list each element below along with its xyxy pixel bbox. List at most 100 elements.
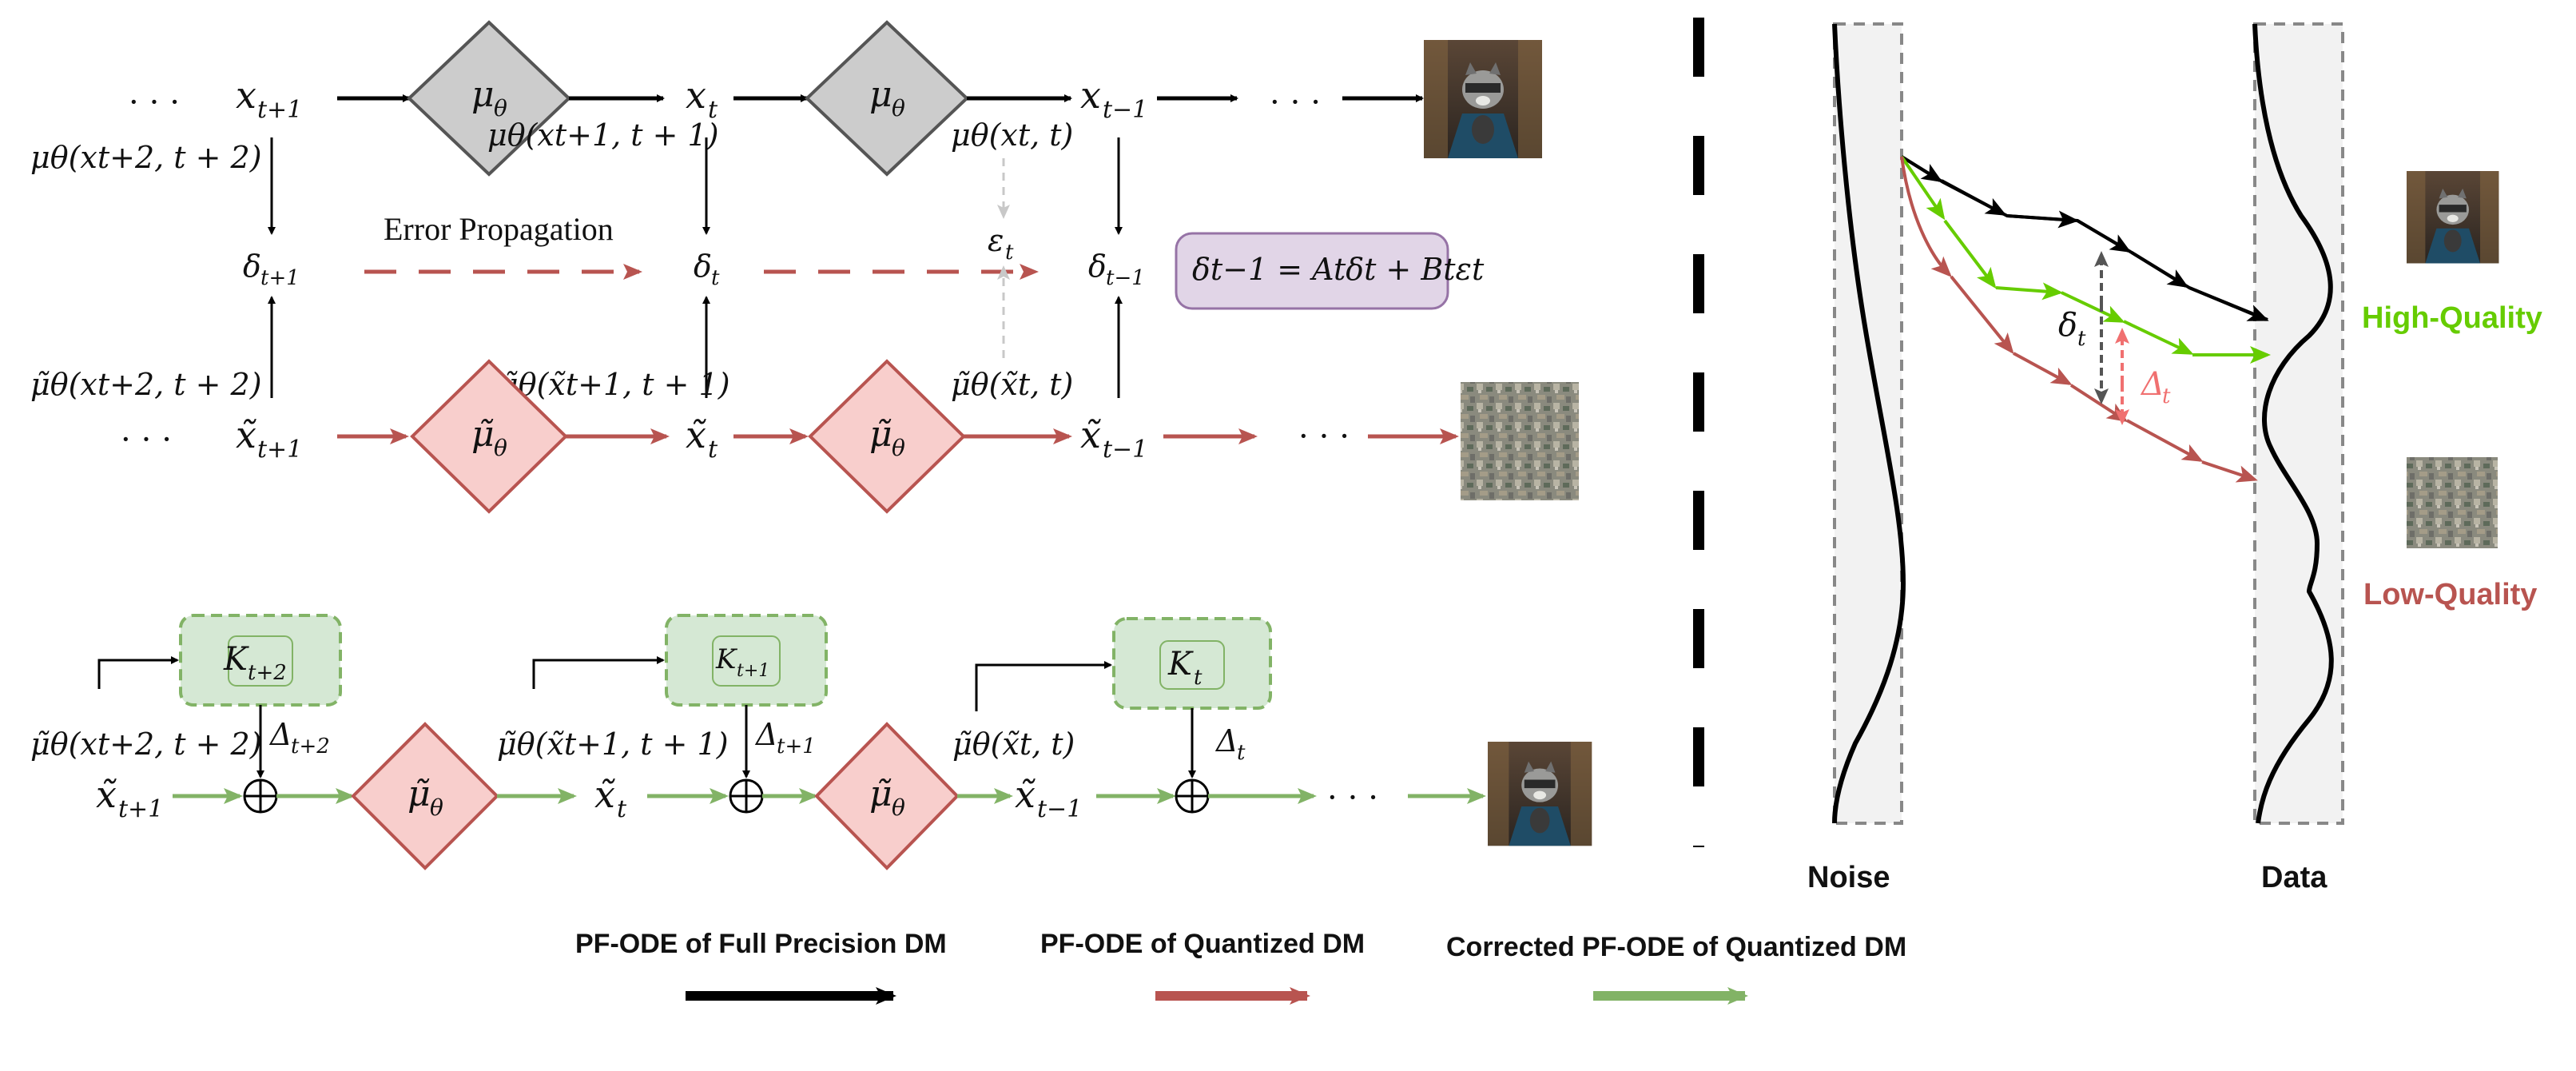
bt-seg2: [1941, 179, 2007, 216]
k-sub-t: t: [1194, 666, 1203, 690]
corr-x-prev: x̃: [1015, 773, 1036, 816]
quant-ellipsis-left: · · ·: [120, 420, 173, 459]
corr-diamond-1: [351, 722, 499, 870]
quant-x-next-sub: t+1: [257, 436, 302, 464]
quant-ellipsis-right: · · ·: [1298, 416, 1350, 456]
corr-x-prev-sub: t−1: [1037, 795, 1082, 823]
k-feed-t2: [97, 656, 179, 689]
corrected-row: K t+2 K t+1 K t Δ t+2 Δ t+1 Δ t μ̃θ(xt+2…: [30, 614, 1592, 870]
k-box-t: [1112, 617, 1272, 710]
noise-label: Noise: [1807, 861, 1890, 894]
rt-seg5: [2126, 419, 2204, 462]
rt-seg2: [1950, 275, 2014, 355]
k-box-t2: [179, 614, 342, 707]
noise-distribution-curve: [1832, 23, 1906, 824]
noisy-image-icon: [2407, 457, 2498, 548]
k-sub-t1: t+1: [737, 661, 769, 681]
quant-x-t: x̃: [686, 413, 706, 456]
corrected-trajectory-seg1: [1900, 155, 1946, 221]
quant-label-mu-t2: μ̃θ(xt+2, t + 2): [30, 367, 262, 402]
rt-seg3: [2013, 352, 2073, 385]
k-feed-t1: [532, 656, 665, 689]
gt-seg2: [1943, 219, 1997, 289]
quant-diamond-1-mu: μ̃: [471, 414, 495, 455]
delta-t-c: Δ: [1214, 723, 1238, 758]
k-feed-t: [975, 661, 1112, 711]
top-x-t-sub: t: [708, 96, 718, 124]
top-label-mu-t: μθ(xt, t): [951, 117, 1073, 153]
quant-diamond-2-sub: θ: [892, 435, 905, 461]
quant-x-prev-sub: t−1: [1103, 436, 1147, 464]
top-x-prev: x: [1080, 74, 1101, 117]
corr-label-mu-t2: μ̃θ(xt+2, t + 2): [30, 727, 262, 762]
corr-diamond-2-mu: μ̃: [869, 774, 892, 814]
top-x-next: x: [236, 74, 256, 117]
legend-full-precision-label: PF-ODE of Full Precision DM: [575, 929, 947, 959]
top-diamond-1-sub: θ: [494, 95, 507, 121]
corr-x-t-sub: t: [617, 795, 627, 823]
delta-t1-sub: t+1: [777, 735, 816, 758]
top-diamond-1: [407, 20, 571, 177]
quant-diamond-1: [410, 359, 568, 514]
quant-label-mu-t: μ̃θ(x̃t, t): [951, 367, 1073, 402]
raccoon-image-icon: [1424, 40, 1542, 158]
bt-seg6: [2188, 286, 2269, 321]
legend: PF-ODE of Full Precision DM PF-ODE of Qu…: [575, 929, 1906, 1005]
top-x-prev-sub: t−1: [1103, 96, 1147, 124]
top-x-next-sub: t+1: [257, 96, 302, 124]
top-ellipsis-right: · · ·: [1269, 82, 1322, 121]
corr-diamond-1-mu: μ̃: [407, 774, 431, 814]
delta-next: δ: [243, 249, 261, 284]
delta-t-label-sub: t: [2077, 327, 2086, 351]
rt-seg6: [2201, 460, 2258, 483]
gt-seg5: [2123, 320, 2194, 355]
error-propagation-row: Error Propagation δ t+1 δ t ε t δ t−1 δt…: [243, 158, 1485, 398]
rt-seg4: [2069, 384, 2129, 423]
legend-corrected-label: Corrected PF-ODE of Quantized DM: [1446, 932, 1906, 962]
data-distribution-curve: [2252, 23, 2334, 824]
quantized-trajectory-seg1: [1900, 156, 1952, 277]
delta-t-c-sub: t: [1237, 741, 1246, 765]
quant-x-prev: x̃: [1080, 413, 1101, 456]
top-diamond-2-mu: μ: [869, 74, 892, 115]
quant-diamond-2-mu: μ̃: [869, 414, 892, 455]
epsilon-t-sub: t: [1005, 241, 1014, 265]
corr-diamond-2-sub: θ: [892, 794, 905, 821]
bt-seg3: [2006, 210, 2079, 229]
gt-seg3: [1995, 282, 2063, 301]
k-inner-t: [1159, 640, 1225, 690]
top-diamond-2-sub: θ: [892, 95, 905, 121]
bt-seg1: [1900, 155, 1943, 183]
corr-diamond-1-sub: θ: [430, 794, 443, 821]
delta-t1: Δ: [754, 717, 777, 752]
corr-ellipsis-right: · · ·: [1326, 778, 1379, 817]
corr-x-next: x̃: [96, 773, 117, 816]
k-inner-t1: [712, 635, 781, 687]
delta-t-sub: t: [711, 266, 720, 290]
top-diamond-2: [805, 20, 969, 177]
corr-diamond-2: [814, 722, 960, 870]
high-quality-label: High-Quality: [2362, 301, 2542, 335]
trajectory-panel: Noise Data δ t Δ t: [1807, 22, 2542, 894]
Delta-t-label: Δ: [2140, 366, 2165, 403]
k-label-t1: K: [715, 643, 738, 675]
raccoon-image-icon: [2407, 171, 2499, 264]
top-ellipsis-left: · · ·: [128, 82, 181, 121]
epsilon-t: ε: [988, 223, 1004, 258]
error-propagation-title: Error Propagation: [384, 211, 614, 247]
data-label: Data: [2261, 861, 2328, 894]
delta-prev-sub: t−1: [1106, 266, 1145, 290]
legend-quantized-label: PF-ODE of Quantized DM: [1040, 929, 1365, 959]
bt-seg4: [2076, 219, 2132, 253]
equation-text: δt−1 = Atδt + Btεt: [1192, 252, 1485, 287]
equation-box: [1175, 232, 1449, 310]
quant-diamond-2: [808, 359, 966, 514]
corr-x-t: x̃: [594, 773, 615, 816]
corr-label-mu-t: μ̃θ(x̃t, t): [952, 727, 1075, 762]
k-label-t2: K: [223, 641, 249, 678]
k-sub-t2: t+2: [248, 661, 287, 685]
quantized-row: μ̃θ(xt+2, t + 2) μ̃θ(x̃t+1, t + 1) μ̃θ(x…: [30, 359, 1579, 514]
top-label-mu-t2: μθ(xt+2, t + 2): [30, 140, 262, 175]
top-label-mu-t1: μθ(xt+1, t + 1): [487, 117, 719, 153]
